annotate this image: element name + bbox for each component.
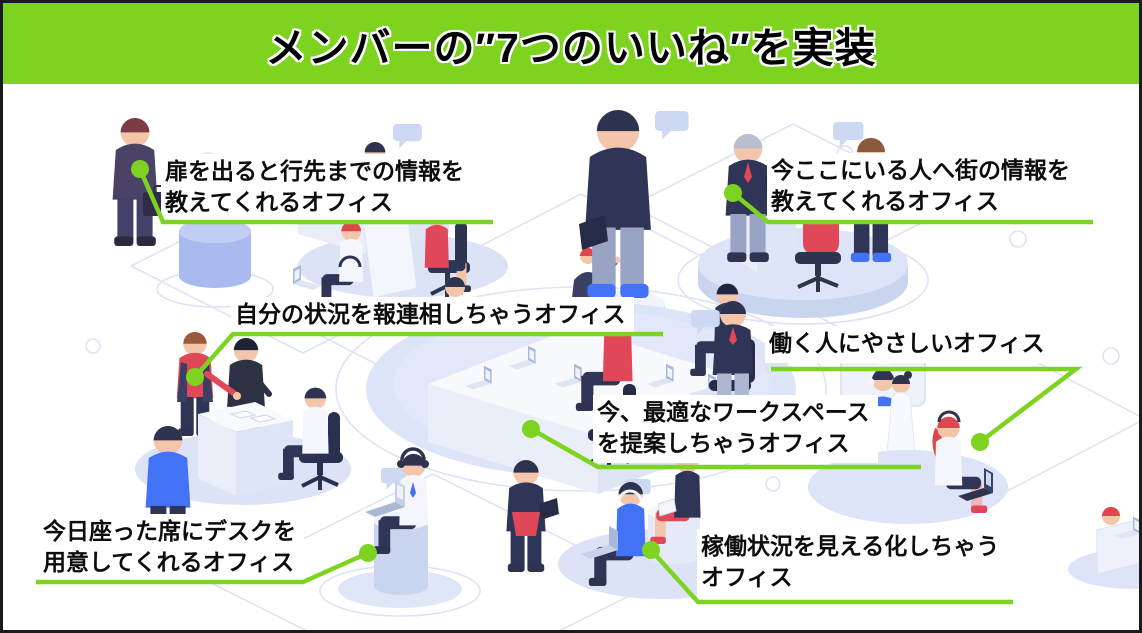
tablet-icon bbox=[579, 215, 608, 250]
red-tie bbox=[744, 162, 752, 183]
callout-label-6: 今日座った席にデスクを 用意してくれるオフィス bbox=[39, 514, 304, 582]
speech-bubble-icon bbox=[833, 122, 864, 148]
platform-cylinder-topleft bbox=[179, 219, 251, 288]
callout-label-7: 稼働状況を見える化しちゃう オフィス bbox=[697, 529, 1008, 597]
headset-icon bbox=[338, 255, 362, 268]
callout-label-3: 自分の状況を報連相しちゃうオフィス bbox=[231, 297, 634, 334]
figure-man-bottom-left bbox=[338, 447, 462, 608]
callout-label-4: 働く人にやさしいオフィス bbox=[765, 326, 1053, 363]
speech-bubble-icon bbox=[655, 111, 689, 140]
figure-man-middle-right bbox=[691, 301, 754, 417]
callout-label-2: 今ここにいる人へ街の情報を 教えてくれるオフィス bbox=[767, 153, 1078, 221]
platform-meeting-group bbox=[135, 332, 351, 554]
title-banner: メンバーの″7つのいいね″を実装 bbox=[3, 3, 1139, 84]
scene: 扉を出ると行先までの情報を 教えてくれるオフィス 今ここにいる人へ街の情報を 教… bbox=[3, 84, 1139, 630]
main-title: メンバーの″7つのいいね″を実装 bbox=[265, 24, 877, 71]
headset-icon bbox=[617, 489, 643, 503]
red-tie bbox=[729, 327, 737, 345]
headset-icon bbox=[400, 447, 426, 461]
figure-woman-tablet bbox=[506, 460, 559, 572]
callout-label-1: 扉を出ると行先までの情報を 教えてくれるオフィス bbox=[161, 154, 472, 222]
blue-tie bbox=[410, 482, 416, 498]
desk-divider bbox=[362, 209, 418, 299]
callout-label-5: 今、最適なワークスペース を提案しちゃうオフィス bbox=[593, 395, 878, 463]
tablet-icon bbox=[539, 498, 559, 520]
workstation-right-edge bbox=[1068, 507, 1139, 589]
speech-bubble-icon bbox=[393, 124, 422, 149]
